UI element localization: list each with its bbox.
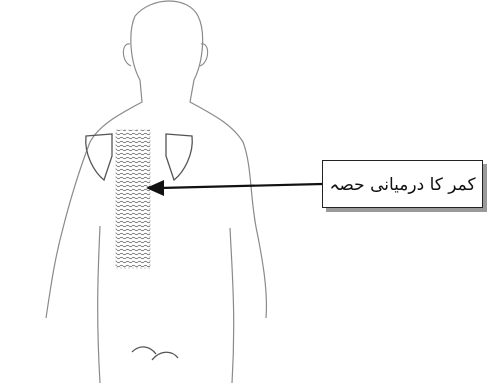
pointer-arrow <box>146 180 322 196</box>
callout-label: کمر کا درمیانی حصہ <box>329 174 475 195</box>
mid-back-region <box>116 130 150 268</box>
right-shoulder-blade <box>166 134 192 180</box>
left-shoulder-blade <box>86 134 112 180</box>
left-ear <box>123 44 131 66</box>
buttock-line-left <box>132 347 156 354</box>
callout-box: کمر کا درمیانی حصہ <box>322 160 483 208</box>
